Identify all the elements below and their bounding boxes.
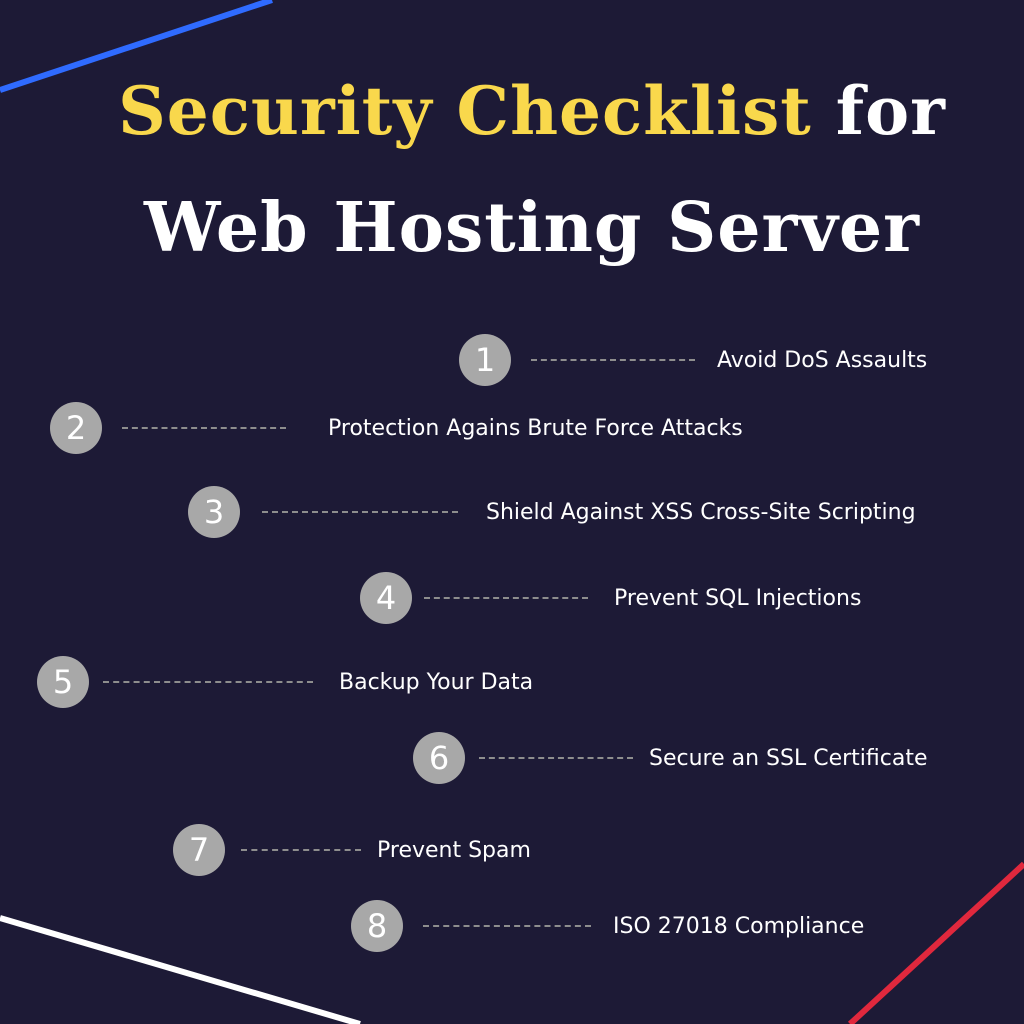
checklist-item-4: 4 Prevent SQL Injections [360, 572, 861, 624]
number-badge: 2 [50, 402, 102, 454]
page-title-line-1: Security Checklist for [0, 66, 1024, 156]
checklist-item-label: Secure an SSL Certificate [649, 745, 928, 771]
checklist-item-5: 5 Backup Your Data [37, 656, 533, 708]
checklist-item-label: Shield Against XSS Cross-Site Scripting [486, 499, 916, 525]
title-highlight: Security Checklist [118, 72, 812, 150]
checklist-item-label: Backup Your Data [339, 669, 534, 695]
checklist-item-6: 6 Secure an SSL Certificate [413, 732, 928, 784]
checklist-item-2: 2 Protection Agains Brute Force Attacks [50, 402, 743, 454]
number-badge: 7 [173, 824, 225, 876]
page-title-line-2: Web Hosting Server [144, 188, 920, 268]
number-badge: 6 [413, 732, 465, 784]
number-badge: 4 [360, 572, 412, 624]
red-stripe [847, 861, 1024, 1024]
number-badge: 8 [351, 900, 403, 952]
checklist-item-label: Prevent Spam [377, 837, 531, 863]
dashed-connector [479, 757, 633, 759]
white-stripe [0, 915, 361, 1024]
checklist-item-1: 1 Avoid DoS Assaults [459, 334, 927, 386]
checklist-item-7: 7 Prevent Spam [173, 824, 531, 876]
checklist-item-label: Protection Agains Brute Force Attacks [328, 415, 743, 441]
checklist-item-label: Avoid DoS Assaults [717, 347, 928, 373]
dashed-connector [423, 925, 591, 927]
number-badge: 1 [459, 334, 511, 386]
dashed-connector [531, 359, 695, 361]
dashed-connector [103, 681, 313, 683]
checklist-item-8: 8 ISO 27018 Compliance [351, 900, 864, 952]
dashed-connector [424, 597, 588, 599]
dashed-connector [122, 427, 286, 429]
title-for: for [811, 72, 946, 150]
dashed-connector [241, 849, 361, 851]
checklist-item-label: ISO 27018 Compliance [613, 913, 865, 939]
checklist-item-3: 3 Shield Against XSS Cross-Site Scriptin… [188, 486, 916, 538]
number-badge: 3 [188, 486, 240, 538]
number-badge: 5 [37, 656, 89, 708]
checklist-item-label: Prevent SQL Injections [614, 585, 862, 611]
blue-stripe [0, 0, 273, 93]
dashed-connector [262, 511, 458, 513]
